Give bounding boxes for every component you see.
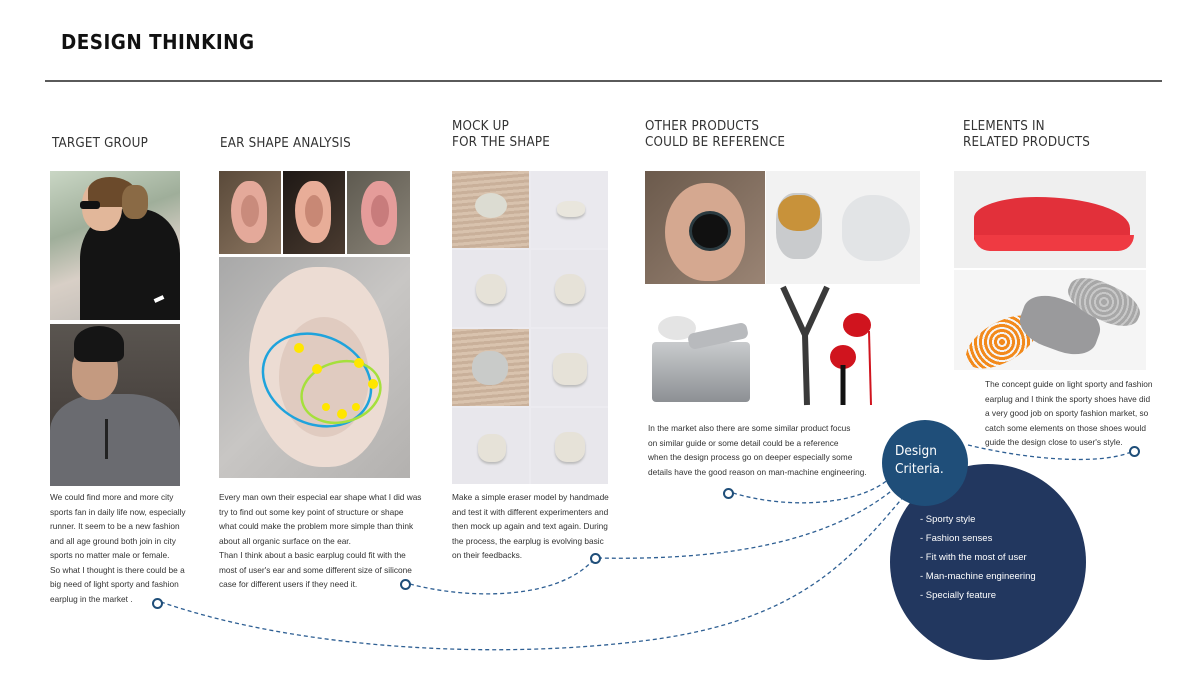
mockup-4 bbox=[531, 250, 608, 327]
description-elements-related: The concept guide on light sporty and fa… bbox=[985, 379, 1153, 447]
woman-runner-photo bbox=[50, 171, 180, 320]
mockup-6 bbox=[531, 329, 608, 406]
criteria-item: - Fashion senses bbox=[920, 533, 993, 544]
criteria-item: - Fit with the most of user bbox=[920, 552, 1027, 563]
heading-other-products: OTHER PRODUCTS COULD BE REFERENCE bbox=[645, 119, 786, 150]
man-runner-photo bbox=[50, 324, 180, 486]
wood-silver-earpiece-photo bbox=[766, 171, 920, 284]
ear-photo-1 bbox=[219, 171, 281, 254]
connector-node-mock-up bbox=[590, 553, 601, 564]
red-sport-earphones-photo bbox=[775, 285, 893, 407]
connector-node-elements-related bbox=[1129, 446, 1140, 457]
earplug-outline-annotation bbox=[261, 332, 382, 428]
connector-node-other-products bbox=[723, 488, 734, 499]
criteria-title: Design Criteria. bbox=[895, 443, 944, 477]
title-divider bbox=[45, 80, 1162, 82]
heading-elements-related: ELEMENTS IN RELATED PRODUCTS bbox=[963, 119, 1091, 150]
mockup-3 bbox=[452, 250, 529, 327]
mockup-7 bbox=[452, 408, 529, 484]
description-target-group: We could find more and more city sports … bbox=[50, 492, 186, 604]
heading-ear-shape-analysis: EAR SHAPE ANALYSIS bbox=[220, 136, 351, 151]
ear-photo-2 bbox=[283, 171, 345, 254]
criteria-title-circle: Design Criteria. bbox=[882, 420, 968, 506]
bluetooth-headset-dock-photo bbox=[648, 290, 768, 410]
criteria-list: - Sporty style - Fashion senses - Fit wi… bbox=[920, 510, 1036, 605]
description-mock-up: Make a simple eraser model by handmade a… bbox=[452, 492, 609, 560]
grey-knit-shoe-orange-sole-photo bbox=[954, 270, 1146, 370]
mockup-grid bbox=[452, 171, 608, 484]
in-ear-earbud-photo bbox=[645, 171, 765, 284]
ear-photo-3 bbox=[347, 171, 410, 254]
mockup-8 bbox=[531, 408, 608, 484]
connector-node-target-group bbox=[152, 598, 163, 609]
connector-node-ear-shape bbox=[400, 579, 411, 590]
heading-mock-up: MOCK UP FOR THE SHAPE bbox=[452, 119, 550, 150]
description-ear-shape-analysis: Every man own their especial ear shape w… bbox=[219, 492, 422, 589]
ear-earplug-analysis-photo bbox=[219, 257, 410, 478]
description-other-products: In the market also there are some simila… bbox=[648, 423, 867, 477]
mockup-2 bbox=[531, 171, 608, 248]
heading-target-group: TARGET GROUP bbox=[52, 136, 148, 151]
criteria-item: - Man-machine engineering bbox=[920, 571, 1036, 582]
criteria-item: - Specially feature bbox=[920, 590, 997, 601]
mockup-1 bbox=[452, 171, 529, 248]
red-sneaker-photo bbox=[954, 171, 1146, 268]
criteria-item: - Sporty style bbox=[920, 514, 976, 525]
page-title: DESIGN THINKING bbox=[61, 30, 255, 54]
mockup-5 bbox=[452, 329, 529, 406]
